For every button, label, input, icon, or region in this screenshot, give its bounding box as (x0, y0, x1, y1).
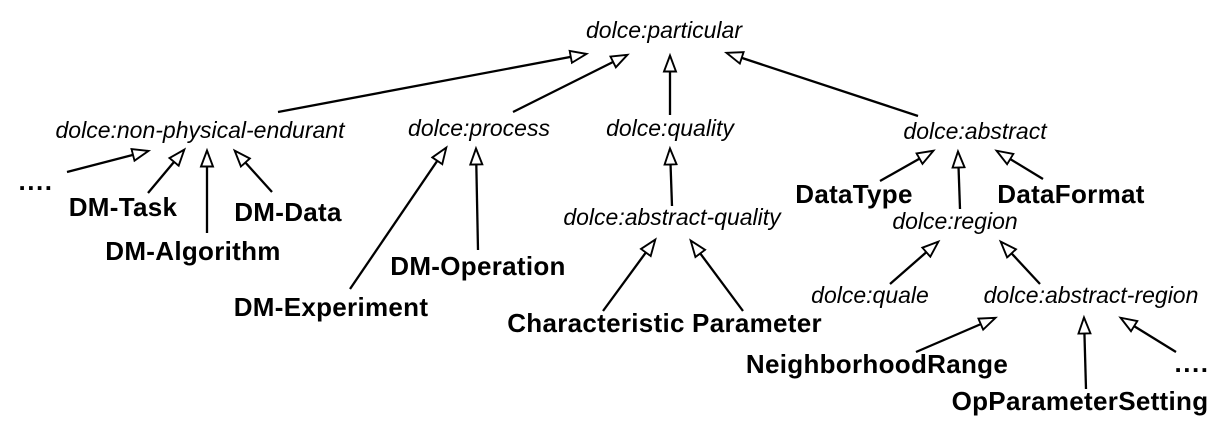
node-dolce-quality: dolce:quality (606, 115, 734, 141)
node-dolce-abstract-quality: dolce:abstract-quality (563, 204, 781, 230)
edge-abstract--particular (723, 51, 919, 118)
edge-region--abstract (951, 148, 966, 210)
node-parameter: Parameter (692, 308, 822, 338)
node-dm-experiment: DM-Experiment (233, 292, 429, 322)
edge-opparametersetting--abstract-region (1077, 314, 1092, 390)
edge-quale--region (889, 239, 941, 285)
node-ellipsis-left: .... (18, 166, 54, 196)
edge-dm-data--non-physical-endurant (232, 148, 273, 193)
edge-abstract-quality--quality (663, 145, 678, 207)
node-dolce-quale: dolce:quale (811, 282, 929, 308)
edge-dm-experiment--process (349, 145, 448, 290)
edge-dataformat--abstract (994, 149, 1044, 180)
node-dolce-particular: dolce:particular (586, 17, 742, 43)
edge-characteristic--abstract-quality (602, 237, 657, 312)
node-opparametersetting: OpParameterSetting (951, 386, 1209, 416)
node-dolce-region: dolce:region (892, 208, 1018, 234)
edge-parameter--abstract-quality (689, 238, 744, 312)
node-dm-data: DM-Data (234, 197, 342, 227)
node-ellipsis-right: .... (1174, 348, 1210, 378)
edge-abstract-region--region (998, 239, 1041, 285)
edge-ellipsis-left--non-physical-endurant (66, 147, 152, 174)
node-dataformat: DataFormat (997, 179, 1145, 209)
node-dolce-abstract-region: dolce:abstract-region (983, 282, 1199, 308)
node-dm-task: DM-Task (68, 192, 178, 222)
edge-neighborhoodrange--abstract-region (915, 316, 998, 354)
node-dolce-non-physical-endurant: dolce:non-physical-endurant (55, 117, 345, 143)
node-dolce-process: dolce:process (408, 115, 550, 141)
node-dolce-abstract: dolce:abstract (903, 118, 1047, 144)
node-neighborhoodrange: NeighborhoodRange (745, 349, 1009, 379)
node-datatype: DataType (795, 179, 913, 209)
edge-dm-operation--process (468, 145, 484, 251)
node-characteristic: Characteristic (507, 308, 685, 338)
edge-process--particular (512, 53, 630, 114)
edge-non-physical-endurant--particular (277, 49, 590, 114)
edge-ellipsis-right--abstract-region (1118, 316, 1177, 353)
edge-datatype--abstract (879, 149, 936, 183)
edge-dm-task--non-physical-endurant (147, 147, 187, 194)
node-dm-operation: DM-Operation (390, 251, 566, 281)
node-dm-algorithm: DM-Algorithm (105, 236, 281, 266)
